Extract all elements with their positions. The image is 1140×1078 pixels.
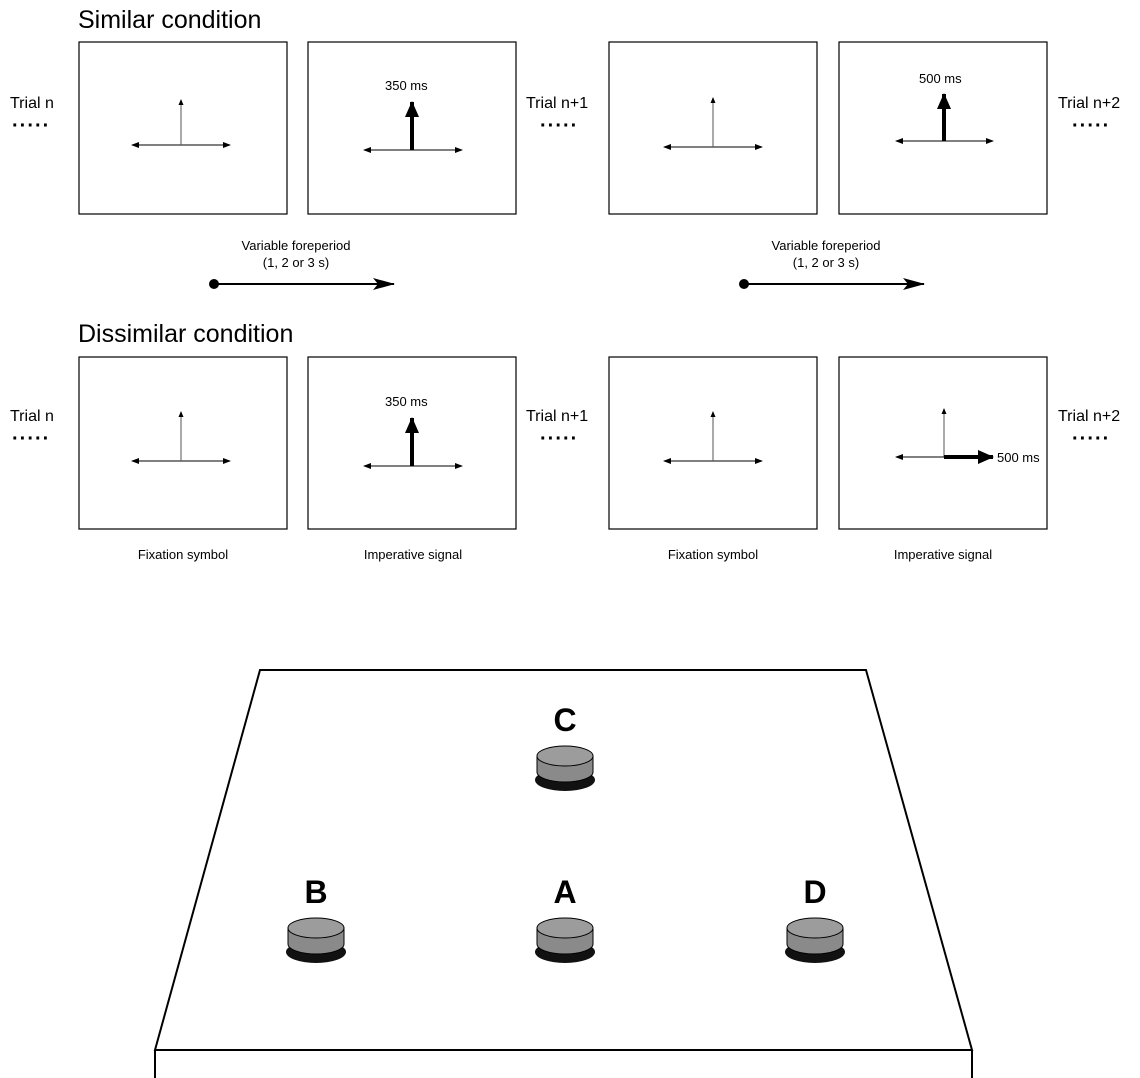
trial-n1-label: Trial n+1 <box>526 408 588 425</box>
response-button-b: B <box>286 874 346 963</box>
signal-duration-label: 500 ms <box>919 71 962 86</box>
fixation-panel <box>78 41 288 215</box>
imperative-panel: 500 ms <box>838 41 1048 215</box>
dissimilar-condition-section: Dissimilar condition Trial n ····· Trial… <box>10 320 1120 562</box>
button-label-c: C <box>553 702 576 738</box>
foreperiod-timeline: Variable foreperiod (1, 2 or 3 s) Variab… <box>209 238 925 290</box>
ellipsis-dots: ····· <box>540 428 578 450</box>
imperative-panel: 350 ms <box>307 356 517 530</box>
foreperiod-range-label: (1, 2 or 3 s) <box>793 255 859 270</box>
imperative-panel: 500 ms <box>838 356 1048 530</box>
right-arrow-signal-icon <box>895 408 994 464</box>
response-board: C B A D <box>153 669 974 1078</box>
panel-caption: Imperative signal <box>894 547 992 562</box>
fixation-symbol-icon <box>663 411 763 464</box>
panel-caption: Imperative signal <box>364 547 462 562</box>
ellipsis-dots: ····· <box>1072 115 1110 137</box>
up-arrow-signal-icon <box>363 417 463 469</box>
fixation-symbol-icon <box>131 99 231 148</box>
ellipsis-dots: ····· <box>1072 428 1110 450</box>
similar-condition-section: Similar condition Trial n ····· Trial n+… <box>10 6 1120 215</box>
foreperiod-label: Variable foreperiod <box>242 238 351 253</box>
dissimilar-condition-title: Dissimilar condition <box>78 320 293 348</box>
trial-n2-label: Trial n+2 <box>1058 95 1120 112</box>
fixation-panel <box>608 41 818 215</box>
fixation-symbol-icon <box>663 97 763 150</box>
ellipsis-dots: ····· <box>12 428 50 450</box>
fixation-panel <box>608 356 818 530</box>
ellipsis-dots: ····· <box>12 115 50 137</box>
button-label-a: A <box>553 874 576 910</box>
panel-caption: Fixation symbol <box>138 547 228 562</box>
similar-condition-title: Similar condition <box>78 6 261 34</box>
foreperiod-label: Variable foreperiod <box>772 238 881 253</box>
trial-n-label: Trial n <box>10 408 54 425</box>
trial-n-label: Trial n <box>10 95 54 112</box>
panel-caption: Fixation symbol <box>668 547 758 562</box>
signal-duration-label: 500 ms <box>997 450 1040 465</box>
signal-duration-label: 350 ms <box>385 78 428 93</box>
signal-duration-label: 350 ms <box>385 394 428 409</box>
up-arrow-signal-icon <box>363 101 463 153</box>
trial-n1-label: Trial n+1 <box>526 95 588 112</box>
fixation-symbol-icon <box>131 411 231 464</box>
ellipsis-dots: ····· <box>540 115 578 137</box>
fixation-panel <box>78 356 288 530</box>
response-button-c: C <box>535 702 595 791</box>
trial-n2-label: Trial n+2 <box>1058 408 1120 425</box>
foreperiod-range-label: (1, 2 or 3 s) <box>263 255 329 270</box>
response-button-a: A <box>535 874 595 963</box>
up-arrow-signal-icon <box>895 93 994 144</box>
imperative-panel: 350 ms <box>307 41 517 215</box>
button-label-b: B <box>304 874 327 910</box>
response-button-d: D <box>785 874 845 963</box>
button-label-d: D <box>803 874 826 910</box>
